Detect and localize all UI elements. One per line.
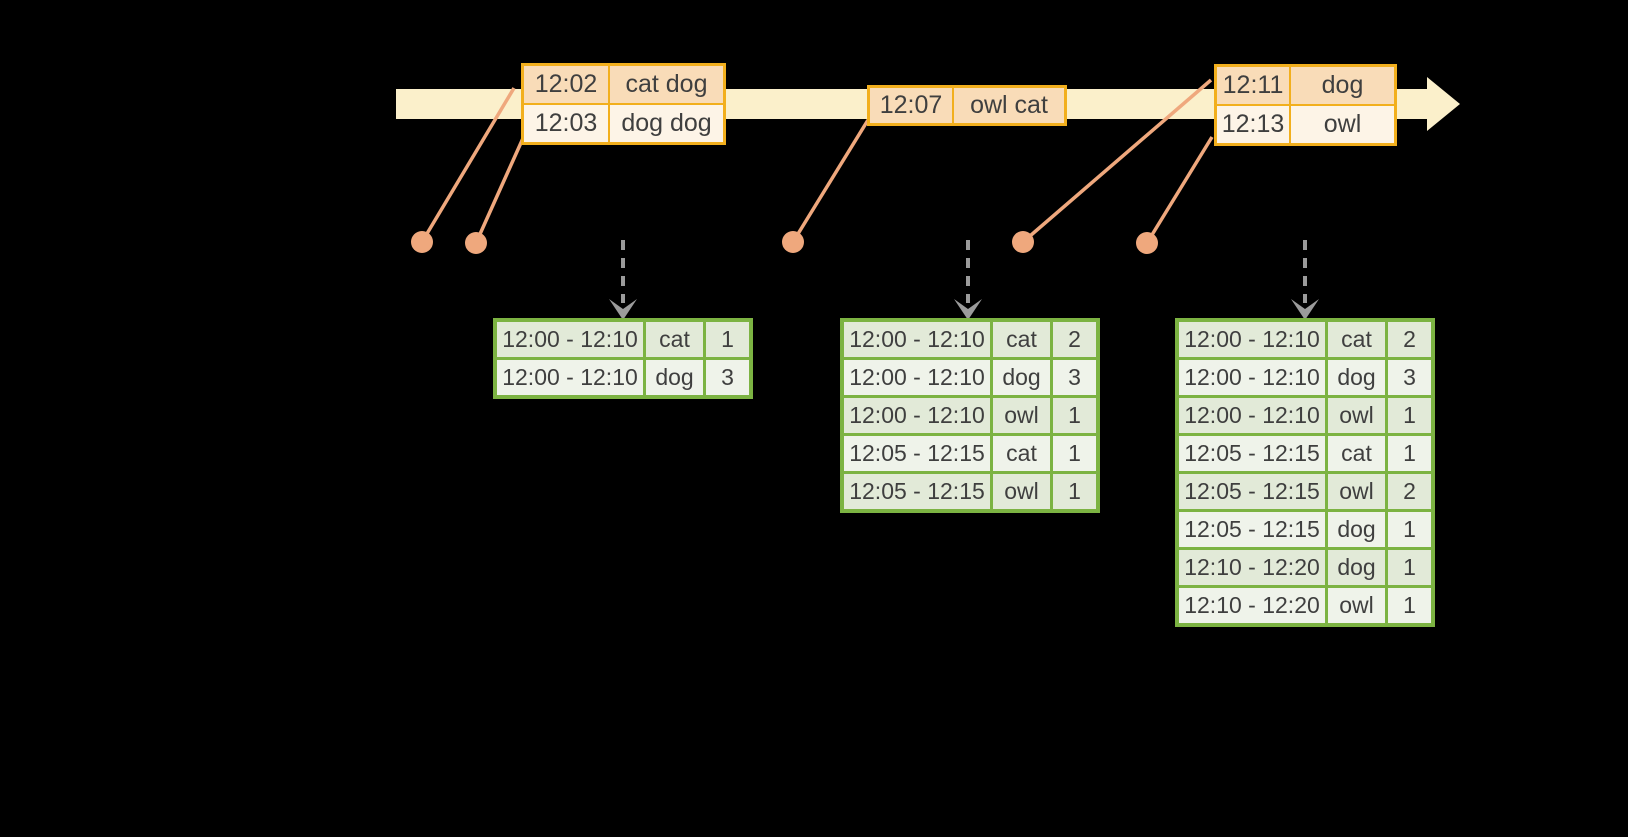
trigger-arrows bbox=[609, 240, 1319, 320]
event-words-cell: dog bbox=[1291, 67, 1394, 104]
window-cell: 12:05 - 12:15 bbox=[1179, 436, 1325, 471]
word-cell: dog bbox=[1328, 360, 1385, 395]
word-cell: cat bbox=[1328, 436, 1385, 471]
event-time-cell: 12:13 bbox=[1217, 106, 1289, 143]
word-cell: cat bbox=[1328, 322, 1385, 357]
word-cell: dog bbox=[1328, 550, 1385, 585]
event-time-cell: 12:11 bbox=[1217, 67, 1289, 104]
window-cell: 12:10 - 12:20 bbox=[1179, 550, 1325, 585]
count-cell: 2 bbox=[1388, 474, 1431, 509]
count-cell: 1 bbox=[1388, 436, 1431, 471]
count-cell: 1 bbox=[1053, 398, 1096, 433]
connector-line bbox=[474, 135, 526, 244]
count-cell: 2 bbox=[1053, 322, 1096, 357]
word-cell: owl bbox=[1328, 398, 1385, 433]
word-cell: owl bbox=[993, 474, 1050, 509]
connector-line bbox=[420, 87, 516, 243]
event-dots bbox=[411, 231, 1158, 254]
event-connector-lines bbox=[420, 78, 1214, 244]
window-cell: 12:00 - 12:10 bbox=[1179, 322, 1325, 357]
word-cell: dog bbox=[993, 360, 1050, 395]
word-cell: dog bbox=[1328, 512, 1385, 547]
count-cell: 1 bbox=[1053, 474, 1096, 509]
window-cell: 12:00 - 12:10 bbox=[1179, 398, 1325, 433]
trigger-arrowhead-icon bbox=[609, 299, 637, 320]
word-cell: cat bbox=[993, 322, 1050, 357]
window-cell: 12:05 - 12:15 bbox=[1179, 512, 1325, 547]
event-words-cell: cat dog bbox=[610, 66, 723, 103]
event-time-cell: 12:03 bbox=[524, 105, 608, 142]
trigger-arrowhead-icon bbox=[1291, 299, 1319, 320]
word-cell: owl bbox=[1328, 474, 1385, 509]
count-cell: 1 bbox=[1053, 436, 1096, 471]
window-cell: 12:00 - 12:10 bbox=[497, 322, 643, 357]
event-dot bbox=[411, 231, 433, 253]
connector-line bbox=[1145, 136, 1214, 244]
word-cell: owl bbox=[993, 398, 1050, 433]
word-cell: owl bbox=[1328, 588, 1385, 623]
connector-line bbox=[791, 119, 870, 243]
event-time-cell: 12:07 bbox=[870, 88, 952, 123]
count-cell: 1 bbox=[1388, 398, 1431, 433]
count-cell: 3 bbox=[1053, 360, 1096, 395]
window-cell: 12:00 - 12:10 bbox=[844, 322, 990, 357]
count-cell: 3 bbox=[1388, 360, 1431, 395]
event-words-cell: owl bbox=[1291, 106, 1394, 143]
event-time-cell: 12:02 bbox=[524, 66, 608, 103]
window-cell: 12:05 - 12:15 bbox=[844, 436, 990, 471]
connector-line bbox=[1021, 78, 1213, 244]
event-dot bbox=[1012, 231, 1034, 253]
timeline-arrowhead-icon bbox=[1427, 77, 1460, 131]
event-words-cell: owl cat bbox=[954, 88, 1064, 123]
window-cell: 12:00 - 12:10 bbox=[497, 360, 643, 395]
count-cell: 1 bbox=[1388, 550, 1431, 585]
count-cell: 1 bbox=[1388, 588, 1431, 623]
count-cell: 1 bbox=[706, 322, 749, 357]
window-cell: 12:10 - 12:20 bbox=[1179, 588, 1325, 623]
window-cell: 12:00 - 12:10 bbox=[1179, 360, 1325, 395]
count-cell: 1 bbox=[1388, 512, 1431, 547]
count-cell: 3 bbox=[706, 360, 749, 395]
window-cell: 12:00 - 12:10 bbox=[844, 360, 990, 395]
trigger-arrowhead-icon bbox=[954, 299, 982, 320]
window-cell: 12:00 - 12:10 bbox=[844, 398, 990, 433]
word-cell: cat bbox=[646, 322, 703, 357]
window-cell: 12:05 - 12:15 bbox=[844, 474, 990, 509]
window-cell: 12:05 - 12:15 bbox=[1179, 474, 1325, 509]
word-cell: cat bbox=[993, 436, 1050, 471]
word-cell: dog bbox=[646, 360, 703, 395]
event-words-cell: dog dog bbox=[610, 105, 723, 142]
event-dot bbox=[465, 232, 487, 254]
event-dot bbox=[782, 231, 804, 253]
count-cell: 2 bbox=[1388, 322, 1431, 357]
event-dot bbox=[1136, 232, 1158, 254]
